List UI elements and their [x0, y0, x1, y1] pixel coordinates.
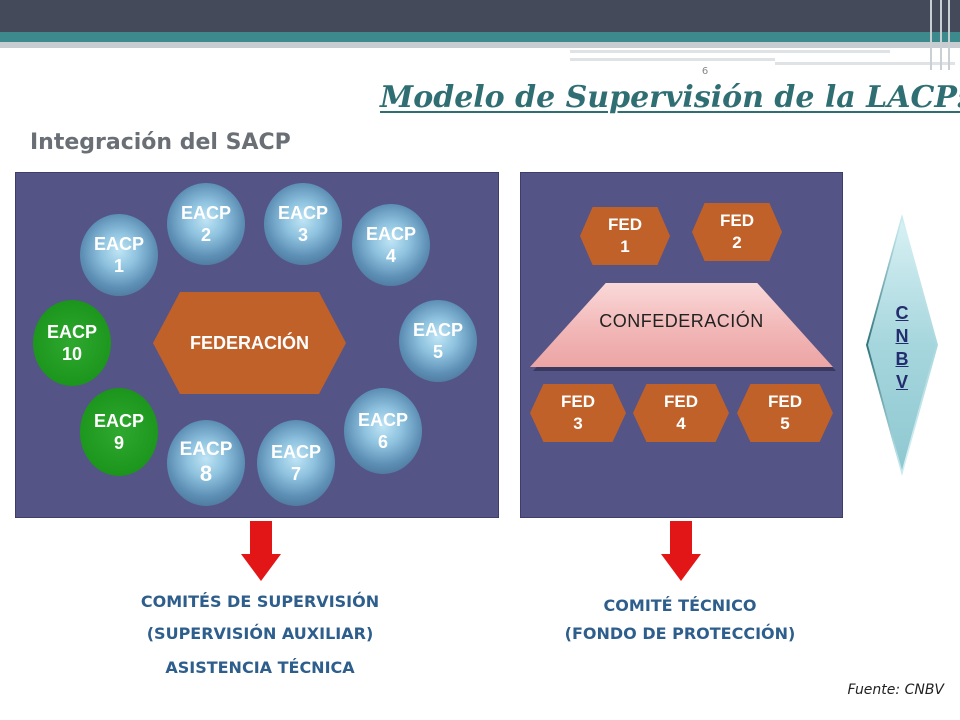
- eacp-node-9: EACP 9: [80, 388, 158, 476]
- header-accent-band: [0, 32, 960, 42]
- fed-node-label: FED: [720, 211, 754, 230]
- eacp-node-number: 6: [377, 432, 388, 452]
- eacp-node-number: 3: [297, 225, 308, 245]
- fed-node-2: FED 2: [692, 203, 782, 261]
- eacp-node-number: 8: [199, 461, 213, 486]
- eacp-node-number: 7: [290, 464, 301, 484]
- fed-node-number: 1: [620, 237, 630, 256]
- fed-node-label: FED: [608, 215, 642, 234]
- slide-subtitle: Integración del SACP: [30, 130, 291, 155]
- fed-node-label: FED: [664, 392, 698, 411]
- fed-node-1: FED 1: [580, 207, 670, 265]
- right-outcome-line2: (FONDO DE PROTECCIÓN): [564, 624, 796, 643]
- fed-node-number: 2: [732, 233, 742, 252]
- eacp-node-10: EACP 10: [33, 300, 111, 386]
- source-note: Fuente: CNBV: [847, 682, 944, 698]
- left-down-arrow: [241, 521, 281, 581]
- header-bar: [0, 0, 960, 32]
- cnbv-label: C N B V: [866, 302, 938, 394]
- cnbv-letter: V: [895, 372, 908, 392]
- right-down-arrow: [661, 521, 701, 581]
- eacp-node-3: EACP 3: [264, 183, 342, 265]
- fed-node-label: FED: [768, 392, 802, 411]
- eacp-node-label: EACP: [277, 203, 328, 223]
- header-vline: [940, 0, 942, 70]
- header-vline: [948, 0, 950, 70]
- arrow-head: [241, 554, 281, 581]
- slide-title: Modelo de Supervisión de la LACP:: [380, 80, 960, 115]
- confederacion-trapezoid: CONFEDERACIÓN: [530, 283, 836, 371]
- eacp-node-number: 5: [432, 342, 443, 362]
- eacp-node-8: EACP 8: [167, 420, 245, 506]
- eacp-node-number: 9: [113, 433, 124, 453]
- eacp-node-4: EACP 4: [352, 204, 430, 286]
- arrow-head: [661, 554, 701, 581]
- arrow-shaft: [250, 521, 272, 555]
- eacp-node-label: EACP: [179, 439, 233, 460]
- eacp-node-label: EACP: [180, 203, 231, 223]
- header-stripe: [570, 58, 775, 61]
- left-outcome-line3: ASISTENCIA TÉCNICA: [165, 658, 355, 677]
- fed-node-4: FED 4: [633, 384, 729, 442]
- confederacion-shape: CONFEDERACIÓN: [530, 283, 833, 367]
- eacp-node-label: EACP: [357, 410, 408, 430]
- eacp-node-number: 1: [113, 256, 124, 276]
- fed-node-3: FED 3: [530, 384, 626, 442]
- header-vline: [930, 0, 932, 70]
- confederacion-label: CONFEDERACIÓN: [599, 310, 764, 331]
- eacp-node-number: 2: [200, 225, 211, 245]
- page-number: 6: [701, 66, 709, 77]
- eacp-node-number: 10: [61, 344, 83, 364]
- eacp-node-2: EACP 2: [167, 183, 245, 265]
- header-stripe: [570, 50, 890, 53]
- eacp-node-label: EACP: [412, 320, 463, 340]
- cnbv-letter: C: [895, 303, 909, 323]
- fed-node-number: 3: [573, 414, 583, 433]
- fed-node-number: 5: [780, 414, 790, 433]
- left-outcome-line1: COMITÉS DE SUPERVISIÓN: [140, 592, 380, 611]
- right-outcome-line1: COMITÉ TÉCNICO: [603, 596, 757, 615]
- arrow-shaft: [670, 521, 692, 555]
- fed-node-5: FED 5: [737, 384, 833, 442]
- header-stripe: [775, 62, 955, 65]
- eacp-node-label: EACP: [365, 224, 416, 244]
- eacp-node-label: EACP: [93, 411, 144, 431]
- eacp-node-1: EACP 1: [80, 214, 158, 296]
- eacp-node-6: EACP 6: [344, 388, 422, 474]
- left-outcome-line2: (SUPERVISIÓN AUXILIAR): [146, 624, 374, 643]
- cnbv-letter: B: [895, 349, 909, 369]
- fed-node-label: FED: [561, 392, 595, 411]
- cnbv-letter: N: [895, 326, 909, 346]
- header-grey-band: [0, 42, 960, 48]
- federacion-label: FEDERACIÓN: [189, 332, 309, 353]
- eacp-node-5: EACP 5: [399, 300, 477, 382]
- eacp-node-number: 4: [385, 246, 396, 266]
- eacp-node-7: EACP 7: [257, 420, 335, 506]
- eacp-node-label: EACP: [93, 234, 144, 254]
- fed-node-number: 4: [676, 414, 686, 433]
- eacp-node-label: EACP: [46, 322, 97, 342]
- federacion-hexagon: FEDERACIÓN: [153, 292, 346, 394]
- eacp-node-label: EACP: [270, 442, 321, 462]
